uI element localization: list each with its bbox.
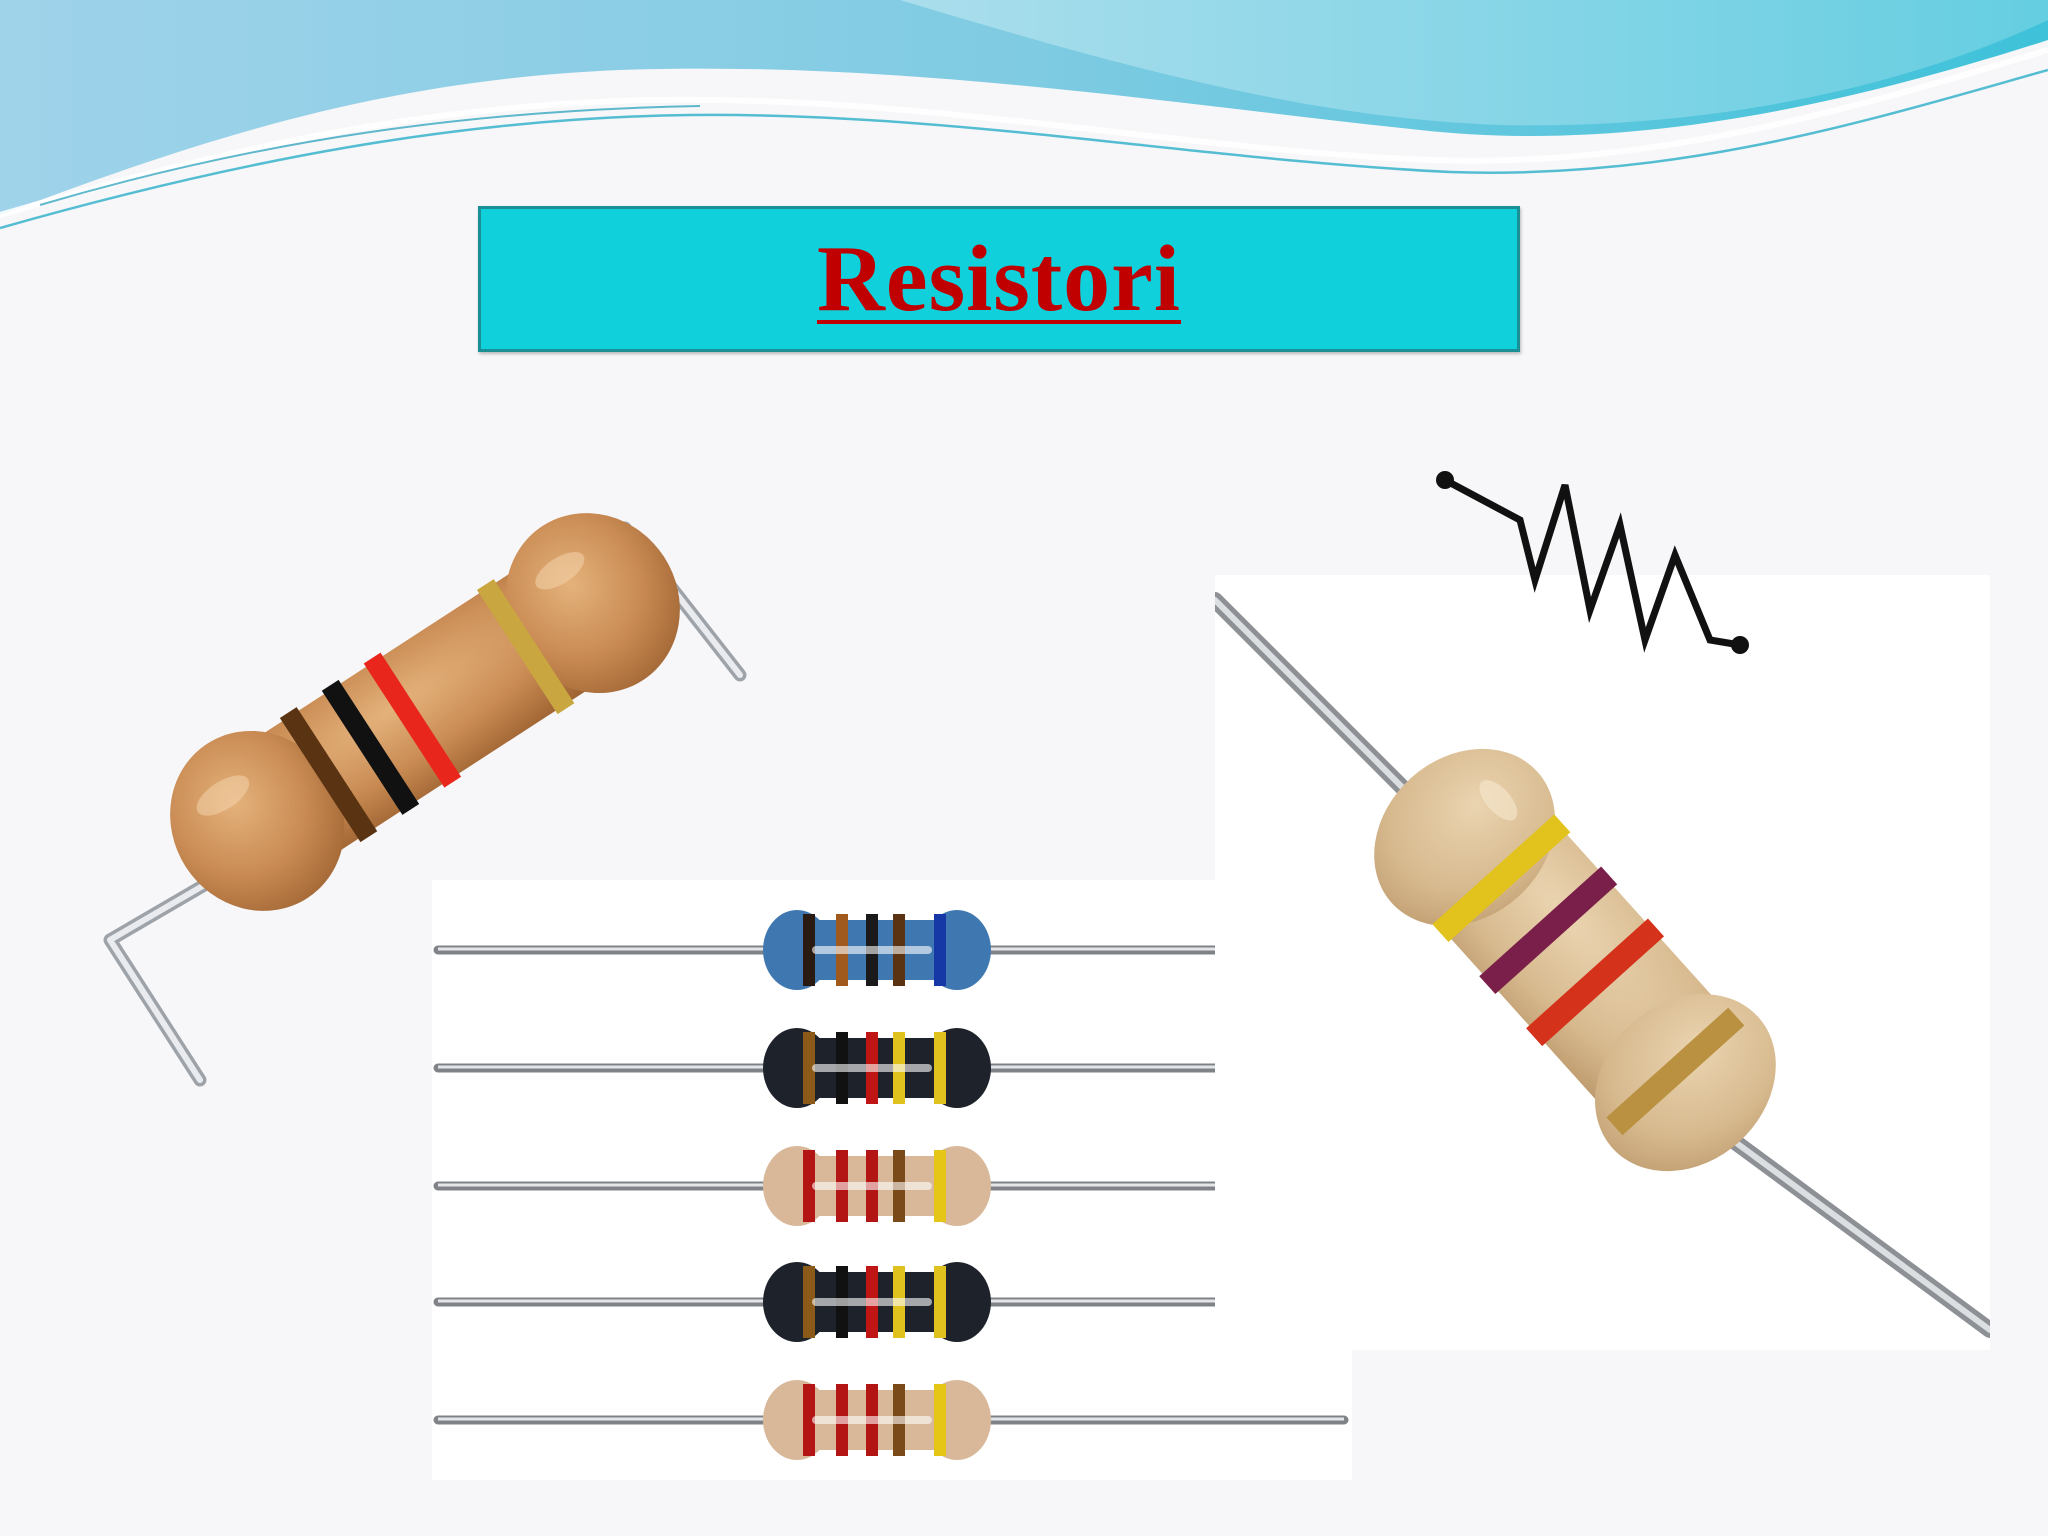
color-band xyxy=(934,1032,946,1104)
color-band xyxy=(1432,814,1571,943)
color-band xyxy=(934,914,946,986)
color-band xyxy=(1479,866,1618,995)
axial-resistor xyxy=(433,1380,1349,1460)
color-band xyxy=(934,1384,946,1456)
color-band xyxy=(1526,918,1665,1047)
axial-resistor xyxy=(433,1146,1349,1226)
axial-resistor xyxy=(433,1262,1349,1342)
color-band xyxy=(934,1150,946,1222)
axial-resistor xyxy=(433,910,1349,990)
color-band xyxy=(803,1384,815,1456)
resistor-symbol-image xyxy=(1215,445,1990,1350)
color-band xyxy=(803,1150,815,1222)
color-band xyxy=(321,679,420,815)
resistor-symbol-icon xyxy=(1436,471,1749,654)
color-band xyxy=(803,1032,815,1104)
color-band xyxy=(279,707,378,843)
color-band xyxy=(803,914,815,986)
color-band xyxy=(803,1266,815,1338)
resistor-row-image xyxy=(432,880,1352,1480)
color-band xyxy=(1606,1007,1745,1136)
header-wave-decoration xyxy=(0,0,2048,230)
color-band xyxy=(934,1266,946,1338)
axial-resistor xyxy=(433,1028,1349,1108)
color-band xyxy=(363,652,462,788)
bent-resistor-image xyxy=(80,470,800,1120)
color-band xyxy=(476,579,575,715)
slide-title: Resistori xyxy=(816,227,1182,331)
title-box: Resistori xyxy=(478,206,1520,352)
